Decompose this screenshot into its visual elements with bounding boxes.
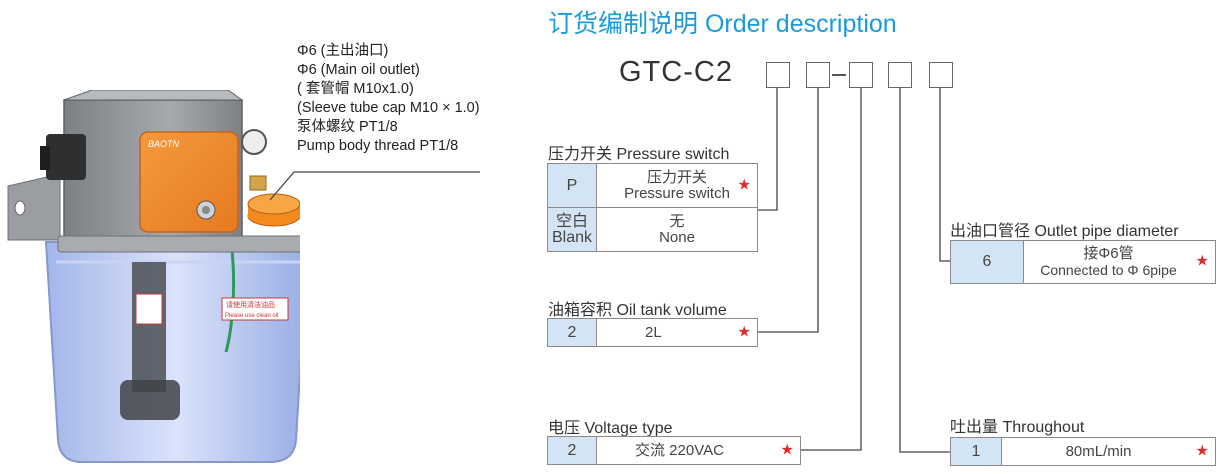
code-cn: 空白 [555,212,588,230]
desc-cn: 无 [669,212,685,230]
table-row: 空白 Blank 无 None [547,207,758,252]
desc-cell: 80mL/min ★ [1001,437,1216,466]
throughout-title: 吐出量 Throughout [950,419,1085,436]
callout-line-4: (Sleeve tube cap M10 × 1.0) [297,100,480,116]
code-box-throughout [888,62,912,88]
required-star-icon: ★ [1195,252,1209,270]
code-box-oil-tank [806,62,830,88]
desc-en: None [659,228,695,246]
desc-text: 交流 220VAC [635,441,724,459]
page-title: 订货编制说明 Order description [548,10,897,38]
oil-tank-table: 2 2L ★ [547,318,758,347]
desc-cn: 接Φ6管 [1083,245,1134,262]
desc-cell: 压力开关 Pressure switch ★ [596,163,758,208]
table-row: 1 80mL/min ★ [950,437,1216,466]
desc-text: 80mL/min [1065,442,1132,460]
callout-line-3: ( 套管帽 M10x1.0) [297,81,414,97]
code-cell: 1 [950,437,1002,466]
desc-en: Pressure switch [624,184,730,202]
desc-en: Connected to Φ 6pipe [1040,262,1177,278]
required-star-icon: ★ [1195,442,1209,460]
desc-cell: 无 None [596,207,758,252]
code-cell: 空白 Blank [547,207,597,252]
pressure-switch-table: P 压力开关 Pressure switch ★ 空白 Blank 无 None [547,163,758,252]
code-cell: P [547,163,597,208]
desc-cell: 交流 220VAC ★ [596,436,801,465]
code-box-pressure-switch [766,62,790,88]
oil-outlet-callout: Φ6 (主出油口) Φ6 (Main oil outlet) ( 套管帽 M10… [297,42,480,156]
desc-cell: 接Φ6管 Connected to Φ 6pipe ★ [1023,240,1216,284]
required-star-icon: ★ [780,441,794,459]
pump-warning-label-en: Please use clean oil [225,313,278,319]
pump-warning-label: 请使用清洁油品 [226,300,275,309]
code-box-voltage [849,62,873,88]
callout-line-5: 泵体螺纹 PT1/8 [297,119,398,135]
callout-line-2: Φ6 (Main oil outlet) [297,62,420,78]
code-dash [832,74,846,76]
desc-cell: 2L ★ [596,318,758,347]
model-code: GTC-C2 [619,56,733,88]
table-row: P 压力开关 Pressure switch ★ [547,163,758,208]
table-row: 2 交流 220VAC ★ [547,436,801,465]
voltage-table: 2 交流 220VAC ★ [547,436,801,465]
throughout-table: 1 80mL/min ★ [950,437,1216,466]
required-star-icon: ★ [737,323,751,341]
outlet-pipe-table: 6 接Φ6管 Connected to Φ 6pipe ★ [950,240,1216,284]
callout-line-6: Pump body thread PT1/8 [297,138,459,154]
table-row: 6 接Φ6管 Connected to Φ 6pipe ★ [950,240,1216,284]
table-row: 2 2L ★ [547,318,758,347]
code-cell: 2 [547,318,597,347]
code-cell: 6 [950,240,1024,284]
pump-brand-label: BAOTN [148,139,180,149]
callout-line-1: Φ6 (主出油口) [297,43,389,59]
desc-cn: 压力开关 [646,168,707,186]
outlet-pipe-title: 出油口管径 Outlet pipe diameter [950,223,1179,240]
code-cell: 2 [547,436,597,465]
voltage-title: 电压 Voltage type [548,420,673,437]
code-box-outlet-pipe [929,62,953,88]
oil-tank-title: 油箱容积 Oil tank volume [548,302,727,319]
code-en: Blank [551,228,593,246]
lubrication-pump-illustration: 请使用清洁油品 Please use clean oil BAOTN [7,90,300,463]
required-star-icon: ★ [737,176,751,194]
desc-text: 2L [645,323,662,341]
pressure-switch-title: 压力开关 Pressure switch [548,146,730,163]
